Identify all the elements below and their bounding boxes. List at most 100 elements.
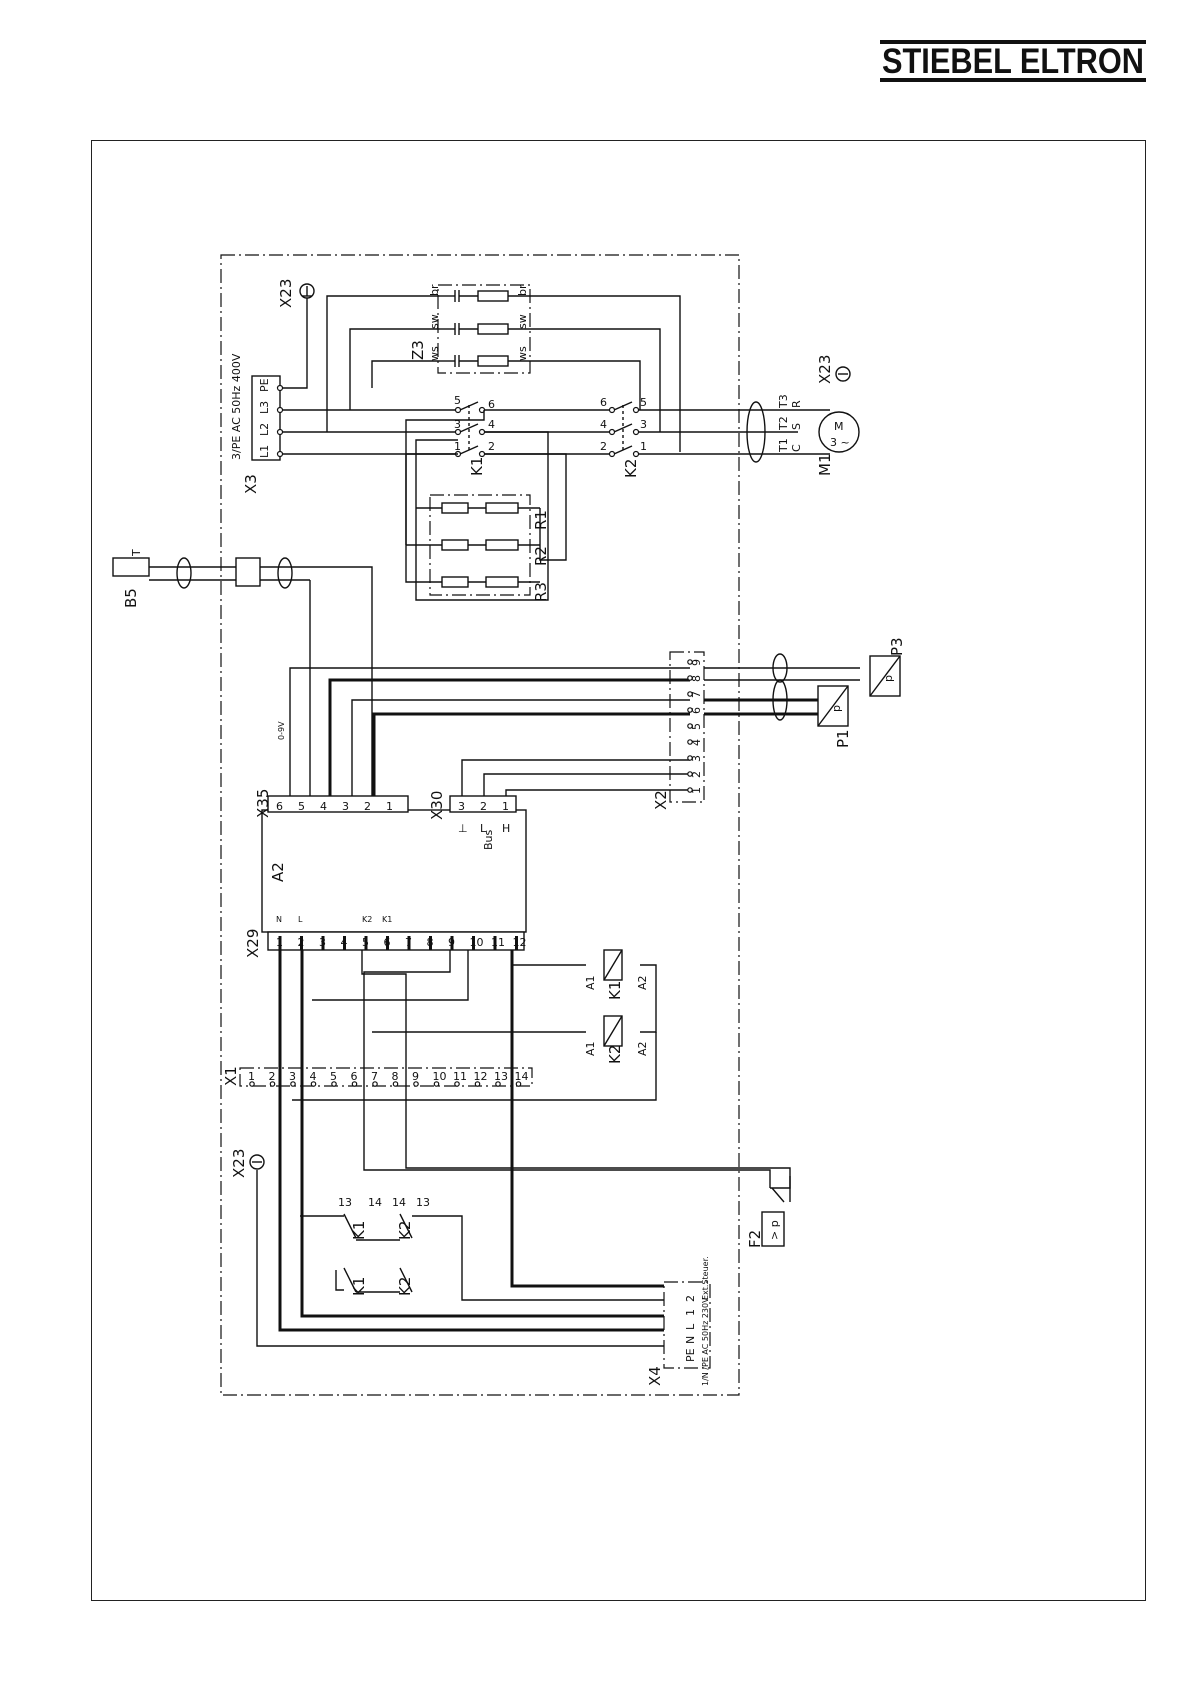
drawing-frame	[91, 140, 1146, 1601]
wire-sw-right: sw	[516, 314, 529, 329]
k1-k2-aux-contacts	[300, 1213, 664, 1301]
x1-terminal-block	[239, 1067, 533, 1087]
x23-label-motor: X23	[816, 355, 834, 384]
x35-pin-3: 3	[342, 800, 349, 813]
wire-br-left: br	[428, 284, 441, 296]
x29-pin-label: 8	[427, 936, 434, 949]
k1-c4: 4	[488, 418, 495, 431]
k2-aux-label: K2	[396, 1221, 414, 1240]
x23-label-top: X23	[277, 279, 295, 308]
x1-pin-label: 14	[515, 1070, 529, 1083]
x35-pin-4: 4	[320, 800, 327, 813]
wire-ws-left: ws	[428, 346, 441, 361]
p3-label: P3	[888, 637, 906, 656]
f2-pressure: > p	[768, 1220, 781, 1240]
wire-sw-left: sw	[428, 314, 441, 329]
b5-label: B5	[122, 588, 140, 608]
k1-c1: 1	[454, 440, 461, 453]
b5-connector	[235, 557, 261, 587]
x30-sig-gnd: ⊥	[458, 822, 468, 835]
x29-pin-label: 11	[491, 936, 505, 949]
x29-label: X29	[244, 929, 262, 958]
x2-pin-terminal	[687, 675, 693, 681]
k2-coil-label: K2	[606, 1045, 624, 1064]
ext-control-label: Ext.Steuer.	[701, 1256, 710, 1300]
k1-c5: 5	[454, 394, 461, 407]
x29-pin-label: 4	[341, 936, 348, 949]
x2-pin-label: 6	[690, 707, 703, 714]
x2-pin-label: 5	[690, 723, 703, 730]
wire-br-right: br	[516, 284, 529, 296]
x29-pin-label: 1	[276, 936, 283, 949]
x1-pin-label: 2	[269, 1070, 276, 1083]
brand-name: STIEBEL ELTRON	[882, 42, 1144, 81]
x2-pin-label: 1	[690, 787, 703, 794]
x1-pin-label: 4	[310, 1070, 317, 1083]
k2-main-label: K2	[622, 459, 640, 478]
x1-pin-label: 12	[474, 1070, 488, 1083]
x35-pin-5: 5	[298, 800, 305, 813]
x3-terminal-block	[251, 375, 281, 461]
x2-pin-label: 2	[690, 771, 703, 778]
x2-pin-terminal	[687, 771, 693, 777]
x2-pin-label: 8	[690, 675, 703, 682]
k1-aux-13: 13	[338, 1196, 352, 1209]
x2-pin-terminal	[687, 787, 693, 793]
k2-aux2-label: K2	[396, 1277, 414, 1296]
x1-pin-label: 10	[433, 1070, 447, 1083]
x35-pin-6: 6	[276, 800, 283, 813]
m1-label: M1	[816, 454, 834, 477]
k1-a2: A2	[636, 975, 649, 990]
x1-pin-label: 7	[371, 1070, 378, 1083]
x29-pin-label: 12	[513, 936, 527, 949]
k2-c1: 1	[640, 440, 647, 453]
x2-pin-label: 3	[690, 755, 703, 762]
x4-terminal-block	[663, 1281, 711, 1369]
motor-ac: 3 ~	[830, 436, 850, 449]
x1-pin-terminal	[269, 1081, 276, 1087]
x30-pin-1: 1	[502, 800, 509, 813]
x1-pin-terminal	[249, 1081, 255, 1087]
k1-aux-label: K1	[350, 1221, 368, 1240]
x2-pin-label: 9	[690, 659, 703, 666]
x1-pin-label: 6	[351, 1070, 358, 1083]
x29-sig-l: L	[298, 915, 303, 924]
wire-ws-right: ws	[516, 346, 529, 361]
x1-pin-terminal	[290, 1081, 296, 1087]
resistors	[406, 502, 540, 588]
x2-pin-terminal	[687, 691, 693, 697]
k2-c6: 6	[600, 396, 607, 409]
x2-pin-terminal	[687, 755, 693, 761]
a2-controller	[261, 809, 527, 933]
x1-pin-label: 1	[248, 1070, 255, 1083]
x3-pe: PE	[258, 378, 271, 392]
x1-label: X1	[222, 1066, 240, 1086]
p1-p: p	[830, 705, 843, 712]
x1-pin-label: 9	[412, 1070, 419, 1083]
f2-pressure-switch	[761, 1211, 785, 1247]
x30-pin-3: 3	[458, 800, 465, 813]
k1-c3: 3	[454, 418, 461, 431]
z3-label: Z3	[409, 340, 427, 360]
x23-label-bottom: X23	[230, 1149, 248, 1178]
sensor-range-label: 0-9V	[277, 721, 286, 740]
x29-pin-label: 5	[362, 936, 369, 949]
supply-main-label: 3/PE AC 50Hz 400V	[230, 353, 243, 460]
k2-c4: 4	[600, 418, 607, 431]
x2-pin-terminal	[687, 707, 693, 713]
bus-label: Bus	[482, 829, 495, 850]
stiebel-eltron-logo: STIEBEL ELTRON	[880, 40, 1146, 82]
x2-pin-terminal	[687, 739, 693, 745]
enclosure-border	[220, 254, 740, 1396]
x1-pin-terminal	[413, 1081, 419, 1087]
x3-l3: L3	[258, 401, 271, 414]
p3-p: p	[882, 675, 895, 682]
x30-label: X30	[428, 791, 446, 820]
x2-terminal-block	[669, 651, 705, 803]
k1-aux2-label: K1	[350, 1277, 368, 1296]
supply-ctrl-label: 1/N /PE AC 50Hz 230V	[701, 1297, 710, 1386]
x2-pin-terminal	[687, 723, 693, 729]
x29-connector	[267, 931, 525, 951]
